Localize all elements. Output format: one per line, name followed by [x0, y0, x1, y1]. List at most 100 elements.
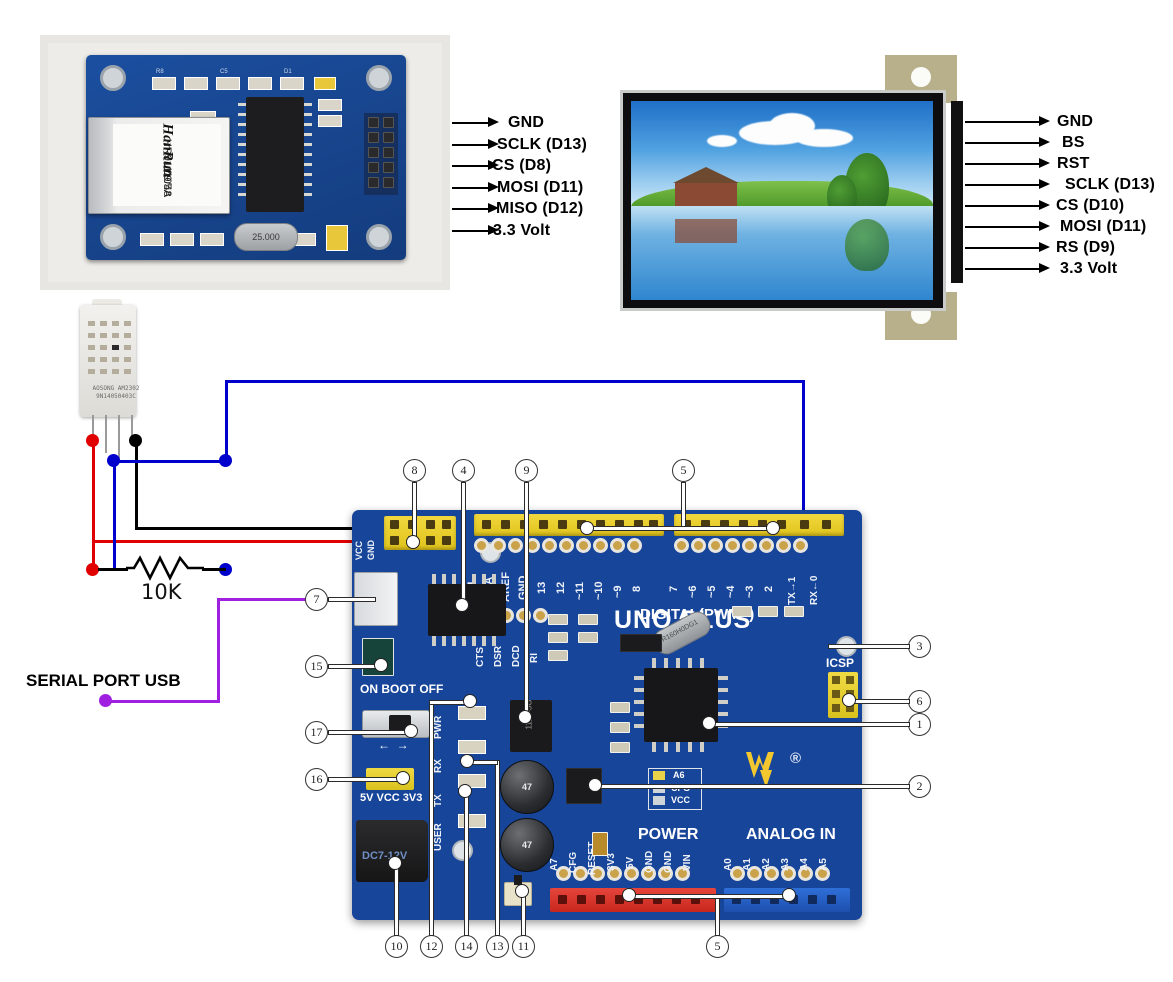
- arrow-line: [965, 226, 1041, 229]
- wire-vcc: [92, 440, 95, 570]
- callout-leader: [628, 894, 790, 899]
- arrow-head: [488, 117, 499, 127]
- lcd-pin-label: RST: [1057, 155, 1090, 172]
- voltage-regulator: 1117-5G: [510, 700, 552, 752]
- smd-part: [318, 115, 342, 127]
- lcd-screen: [631, 101, 933, 300]
- smd-part: [184, 77, 208, 90]
- lcd-module: [620, 55, 963, 340]
- ethernet-pcb: R8 C5 D1 25.000: [86, 55, 406, 260]
- wire-vcc: [92, 540, 370, 543]
- analog-pads: [730, 866, 830, 881]
- sensor-leg: [105, 415, 107, 453]
- mounting-hole: [366, 224, 392, 250]
- usb-serial-chip: [428, 574, 506, 646]
- callout-5-top: 5: [672, 459, 695, 482]
- microcontroller: [634, 658, 728, 752]
- wire-data: [802, 380, 805, 518]
- callout-target: [458, 784, 472, 798]
- callout-17: 17: [305, 721, 328, 744]
- eth-pin-label: GND: [508, 114, 545, 131]
- wire-serial: [217, 598, 374, 601]
- callout-leader: [328, 597, 376, 602]
- callout-leader: [681, 482, 686, 530]
- cap-label: 47: [521, 840, 532, 850]
- callout-2: 2: [908, 775, 931, 798]
- callout-16: 16: [305, 768, 328, 791]
- silk-label: R8: [156, 69, 164, 75]
- callout-target: [463, 694, 477, 708]
- callout-target: [406, 535, 420, 549]
- callout-8: 8: [403, 459, 426, 482]
- lcd-pin-strip: [951, 101, 963, 283]
- dc-power-jack[interactable]: [356, 820, 428, 882]
- wire-serial: [105, 700, 220, 703]
- mounting-hole: [911, 67, 931, 87]
- sensor-leg: [131, 415, 133, 445]
- eth-pin-label: MISO (D12): [496, 200, 584, 217]
- power-pads: [556, 866, 690, 881]
- rj45-jack: HanRun HR911105A 09/48: [88, 117, 230, 214]
- callout-9: 9: [515, 459, 538, 482]
- arrow-head: [1039, 200, 1050, 210]
- jumper-pad-label: A6: [673, 770, 685, 780]
- arrow-head: [1039, 263, 1050, 273]
- digital-pads-left: [474, 538, 642, 553]
- arrow-head: [1039, 137, 1050, 147]
- silk-label: D1: [284, 69, 292, 75]
- callout-leader: [715, 896, 720, 936]
- screen-roof: [673, 167, 739, 183]
- eth-pin-label: 3.3 Volt: [493, 222, 551, 239]
- lcd-pin-label: MOSI (D11): [1060, 218, 1147, 235]
- callout-target: [702, 716, 716, 730]
- arrow-line: [452, 122, 490, 125]
- arrow-line: [965, 163, 1041, 166]
- callout-12: 12: [420, 935, 443, 958]
- sensor-silk-line1: AOSONG AM2302: [92, 385, 140, 392]
- wire-node-data: [219, 454, 232, 467]
- lcd-pin-label: BS: [1062, 134, 1085, 151]
- callout-target: [455, 598, 469, 612]
- wire-node-serial: [99, 694, 112, 707]
- silk-label: C5: [220, 69, 228, 75]
- callout-leader: [848, 699, 910, 704]
- wire-serial: [217, 598, 220, 702]
- uno-plus-board: VCC GND SCL SDA AREF GND 13 12 ~11 ~10 ~…: [352, 510, 862, 920]
- jumper-pad-label: VCC: [671, 795, 691, 805]
- arrow-line: [452, 187, 490, 190]
- callout-leader: [394, 862, 399, 936]
- callout-target: [374, 658, 388, 672]
- callout-leader: [464, 790, 469, 936]
- smd-part: [280, 77, 304, 90]
- arrow-head: [488, 182, 499, 192]
- smd-part: [170, 233, 194, 246]
- vcc-gnd-header[interactable]: [384, 516, 456, 550]
- arrow-line: [965, 121, 1041, 124]
- ethernet-pin-header[interactable]: [364, 113, 398, 195]
- callout-leader: [828, 644, 910, 649]
- registered-mark: ®: [790, 750, 802, 767]
- callout-leader: [328, 730, 414, 735]
- callout-target: [766, 521, 780, 535]
- callout-leader: [328, 777, 406, 782]
- callout-13: 13: [486, 935, 509, 958]
- waveshare-logo: [746, 752, 774, 788]
- arrow-line: [452, 230, 490, 233]
- smd-part: [140, 233, 164, 246]
- wire-data: [113, 460, 116, 570]
- power-header-text: POWER: [638, 826, 699, 843]
- smd-part: [248, 77, 272, 90]
- arrow-line: [452, 144, 490, 147]
- callout-leader: [586, 526, 774, 531]
- sensor-leg: [118, 415, 120, 461]
- smd-part: [152, 77, 176, 90]
- callout-target: [396, 771, 410, 785]
- callout-leader: [461, 482, 466, 608]
- callout-target: [622, 888, 636, 902]
- eth-pin-label: SCLK (D13): [497, 136, 588, 153]
- arrow-line: [965, 268, 1041, 271]
- callout-leader: [594, 784, 910, 789]
- callout-target: [515, 884, 529, 898]
- callout-1: 1: [908, 713, 931, 736]
